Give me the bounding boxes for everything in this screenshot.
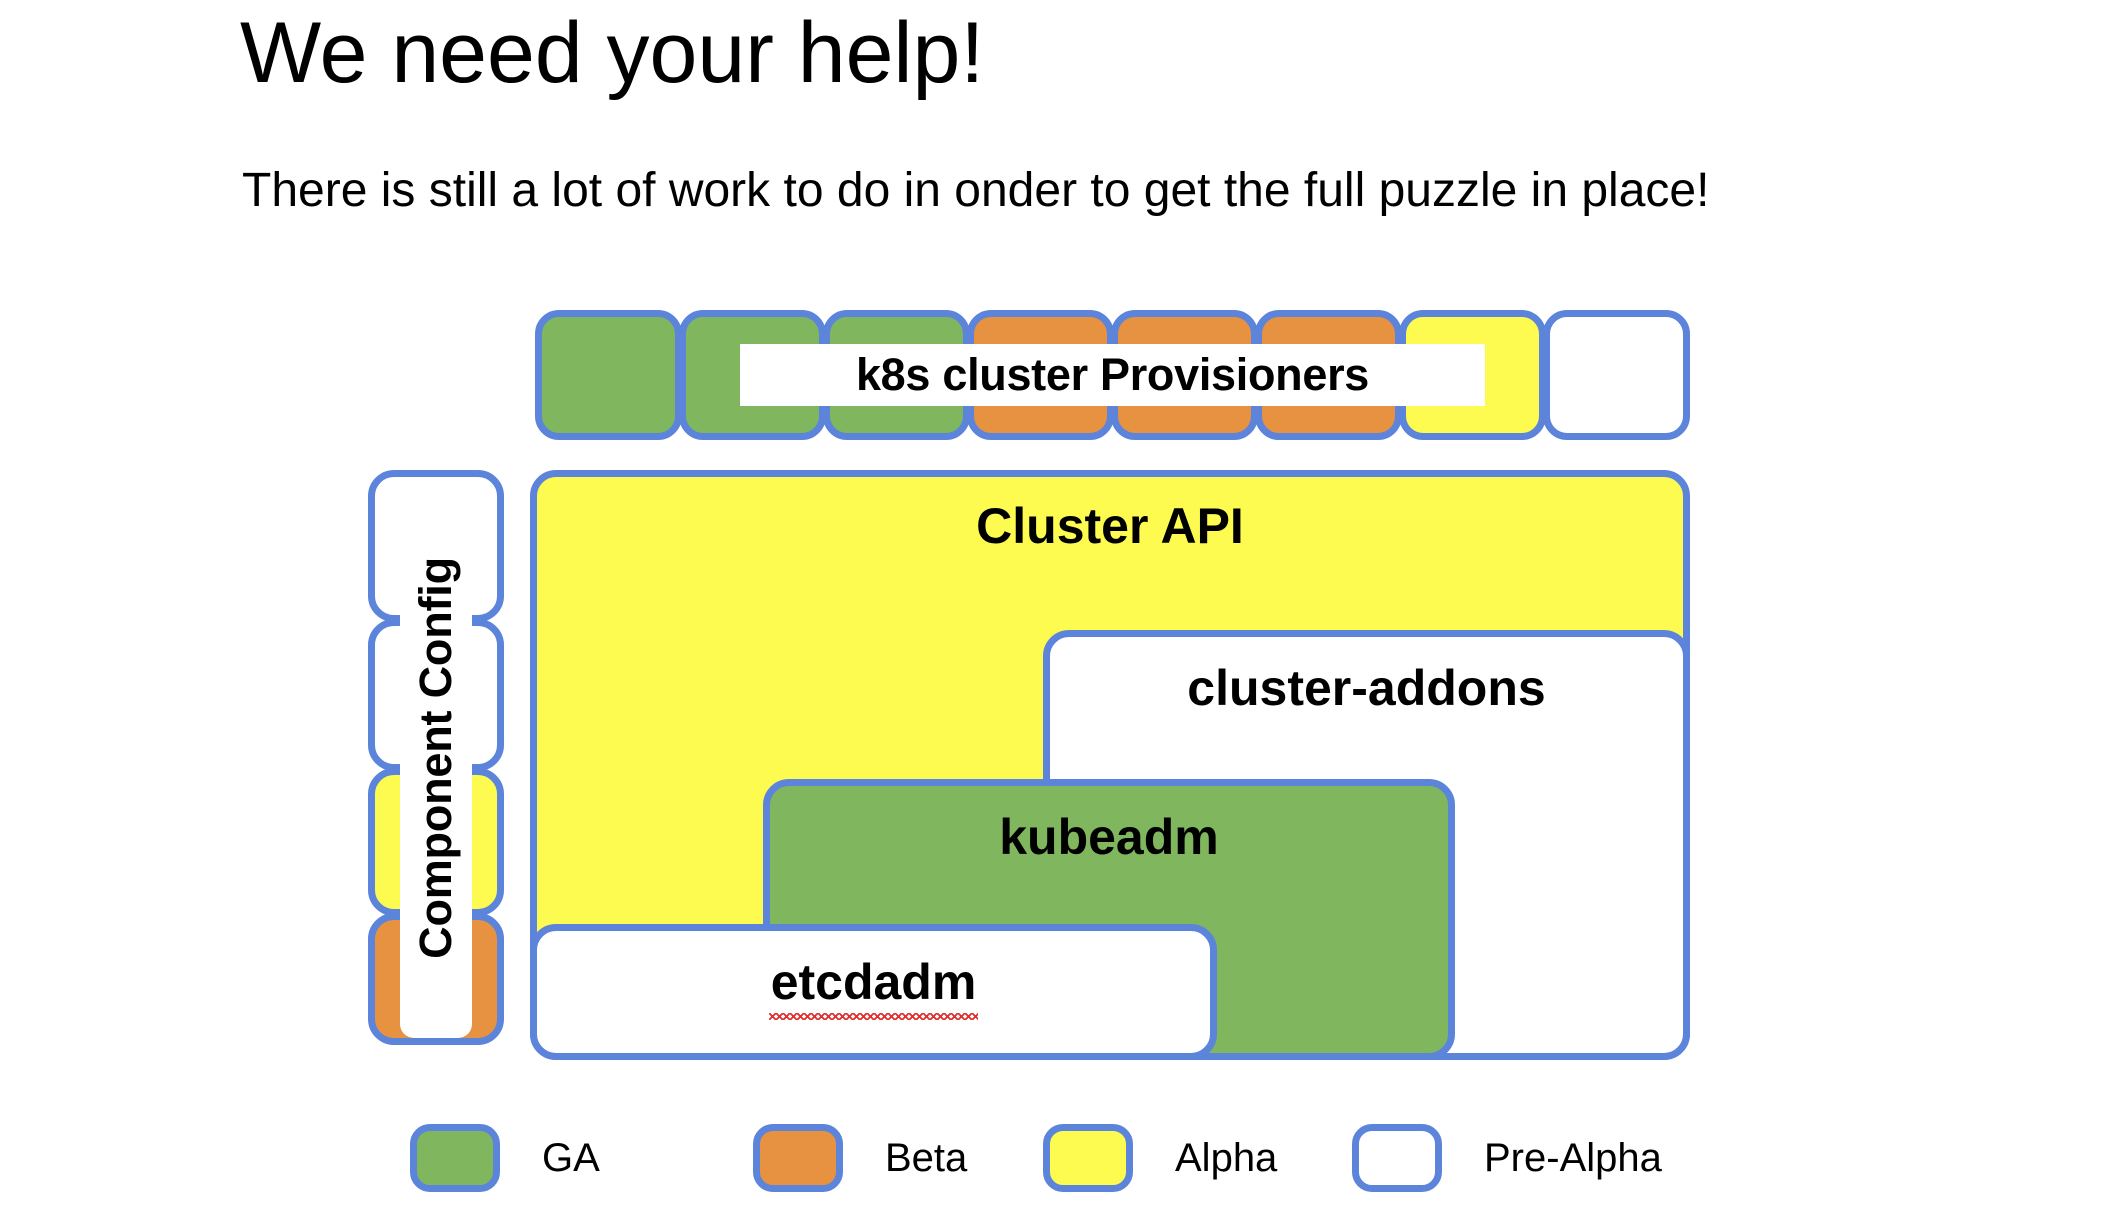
provisioner-box-1[interactable] [535, 310, 682, 440]
legend-item-alpha: Alpha [1043, 1124, 1277, 1192]
legend-swatch-alpha [1043, 1124, 1133, 1192]
legend-label-alpha: Alpha [1175, 1135, 1278, 1180]
provisioner-box-8[interactable] [1543, 310, 1690, 440]
legend-label-pre-alpha: Pre-Alpha [1484, 1135, 1662, 1180]
legend-label-beta: Beta [885, 1135, 968, 1180]
component-config-label: Component Config [400, 478, 472, 1038]
piece-etcdadm-label: etcdadm [768, 953, 978, 1020]
legend-item-pre-alpha: Pre-Alpha [1352, 1124, 1662, 1192]
legend-label-ga: GA [542, 1135, 600, 1180]
piece-cluster-api-label: Cluster API [976, 498, 1244, 554]
legend-item-ga: GA [410, 1124, 600, 1192]
legend-swatch-pre-alpha [1352, 1124, 1442, 1192]
page-subtitle: There is still a lot of work to do in on… [242, 164, 1710, 217]
piece-kubeadm-label: kubeadm [999, 809, 1219, 865]
spellcheck-underline: etcdadm [768, 954, 978, 1020]
piece-etcdadm[interactable]: etcdadm [530, 924, 1217, 1060]
component-config-label-text: Component Config [410, 557, 461, 959]
legend-swatch-ga [410, 1124, 500, 1192]
piece-cluster-addons-label: cluster-addons [1187, 660, 1546, 716]
legend-item-beta: Beta [753, 1124, 967, 1192]
legend-swatch-beta [753, 1124, 843, 1192]
provisioners-label: k8s cluster Provisioners [740, 344, 1485, 406]
page-title: We need your help! [240, 5, 985, 101]
